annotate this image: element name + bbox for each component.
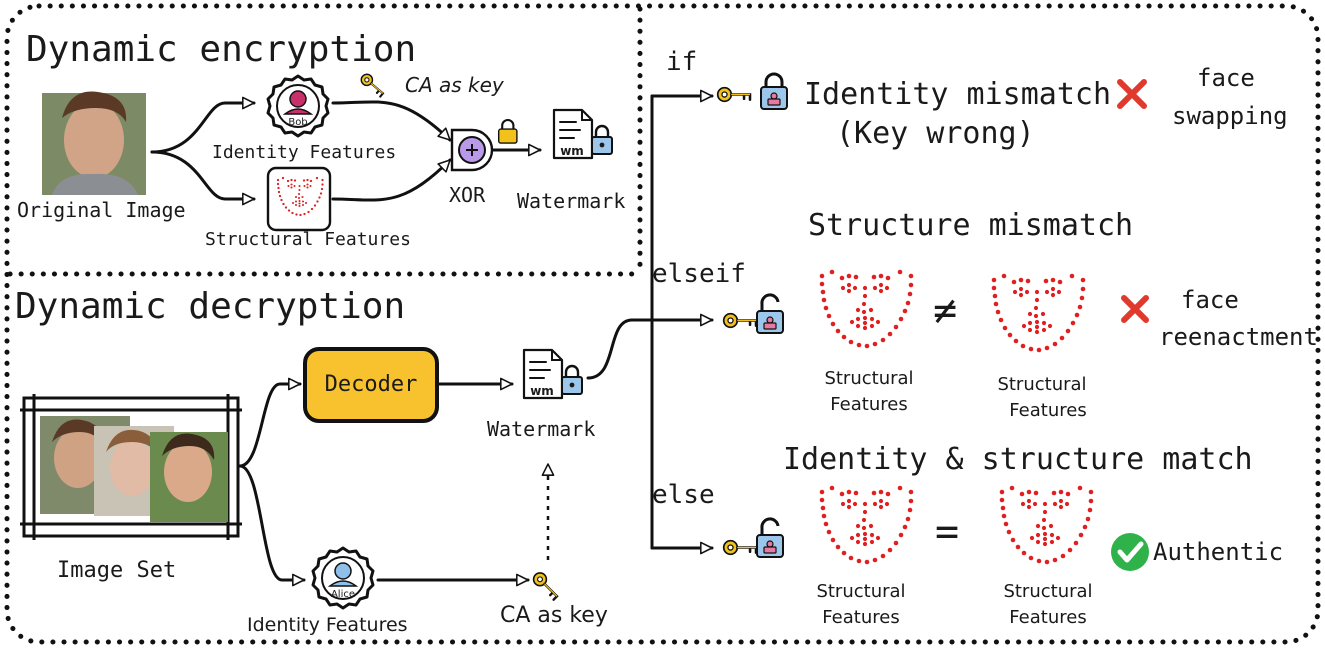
edge-identity-to-xor: [331, 100, 452, 142]
decoder-box: Decoder: [303, 347, 439, 423]
else-right-label-1: Structural: [1003, 581, 1092, 602]
decryption-key-icon: [529, 569, 563, 603]
elseif-left-label-1: Structural: [824, 368, 913, 389]
check-icon: [1111, 533, 1149, 571]
elseif-keyword: elseif: [652, 259, 746, 289]
edge-set-to-decoder: [238, 377, 302, 468]
else-lock-icon: [755, 517, 785, 559]
decoder-label: Decoder: [325, 372, 418, 397]
else-title: Identity & structure match: [783, 442, 1253, 477]
decryption-watermark-label: Watermark: [487, 417, 595, 441]
edge-structure-to-xor: [331, 158, 452, 202]
edge-image-to-structure: [150, 150, 256, 206]
else-left-label-2: Features: [822, 607, 899, 628]
xor-icon: [450, 128, 494, 172]
else-operator: =: [935, 509, 959, 555]
key-icon: [357, 70, 388, 99]
elseif-title: Structure mismatch: [808, 208, 1133, 243]
if-result-line1: face: [1197, 64, 1255, 92]
if-cross-icon: [1117, 79, 1147, 109]
edge-to-elseif: [586, 313, 714, 380]
else-right-label-2: Features: [1009, 607, 1086, 628]
identity-features-avatar: Bob: [266, 74, 330, 138]
xor-label: XOR: [449, 183, 486, 207]
watermark-label: Watermark: [517, 189, 625, 213]
elseif-operator: ≠: [933, 288, 957, 334]
ca-key-label: CA as key: [405, 73, 505, 97]
elseif-cross-icon: [1121, 295, 1149, 323]
svg-text:wm: wm: [530, 384, 554, 398]
decryption-identity-avatar: Alice: [311, 546, 375, 610]
encryption-title: Dynamic encryption: [26, 29, 416, 70]
if-lock-icon: [759, 72, 789, 111]
else-result: Authentic: [1153, 538, 1283, 566]
elseif-left-face-landmarks: [819, 269, 914, 349]
edge-set-to-identity: [238, 464, 306, 587]
if-line1: Identity mismatch: [804, 77, 1111, 112]
decryption-watermark-document-icon: wm: [522, 348, 584, 400]
structural-features-box: [266, 166, 332, 232]
elseif-key-icon: [722, 312, 758, 329]
outer-frame: [4, 3, 1321, 645]
original-image-label: Original Image: [17, 198, 186, 222]
if-line2: (Key wrong): [836, 116, 1035, 151]
identity-features-label: Identity Features: [212, 142, 396, 163]
else-left-label-1: Structural: [816, 581, 905, 602]
else-left-face-landmarks: [819, 485, 914, 565]
if-result-line2: swapping: [1172, 102, 1288, 130]
elseif-result-line2: reenactment: [1159, 323, 1318, 351]
elseif-lock-icon: [755, 293, 785, 335]
image-set-label: Image Set: [57, 558, 176, 583]
edge-image-to-identity: [150, 96, 256, 154]
lock-icon: [498, 119, 518, 144]
svg-text:Alice: Alice: [331, 589, 355, 600]
avatar-icon: [289, 90, 307, 108]
decryption-title: Dynamic decryption: [15, 286, 405, 327]
svg-text:Bob: Bob: [288, 117, 307, 128]
if-key-icon: [716, 86, 752, 103]
else-key-icon: [722, 539, 758, 556]
structural-features-label: Structural Features: [205, 229, 411, 250]
elseif-right-label-1: Structural: [997, 374, 1086, 395]
svg-text:wm: wm: [560, 144, 584, 158]
watermark-document-icon: wm: [552, 108, 614, 160]
else-right-face-landmarks: [999, 485, 1094, 565]
avatar-icon: [334, 562, 352, 580]
original-image: [42, 91, 146, 195]
elseif-result-line1: face: [1181, 286, 1239, 314]
elseif-left-label-2: Features: [830, 394, 907, 415]
image-set: [20, 394, 242, 540]
if-keyword: if: [666, 47, 697, 77]
decryption-identity-label: Identity Features: [247, 614, 408, 636]
elseif-right-face-landmarks: [991, 273, 1086, 353]
elseif-right-label-2: Features: [1009, 400, 1086, 421]
decryption-ca-key-label: CA as key: [500, 603, 608, 628]
else-keyword: else: [652, 480, 715, 510]
